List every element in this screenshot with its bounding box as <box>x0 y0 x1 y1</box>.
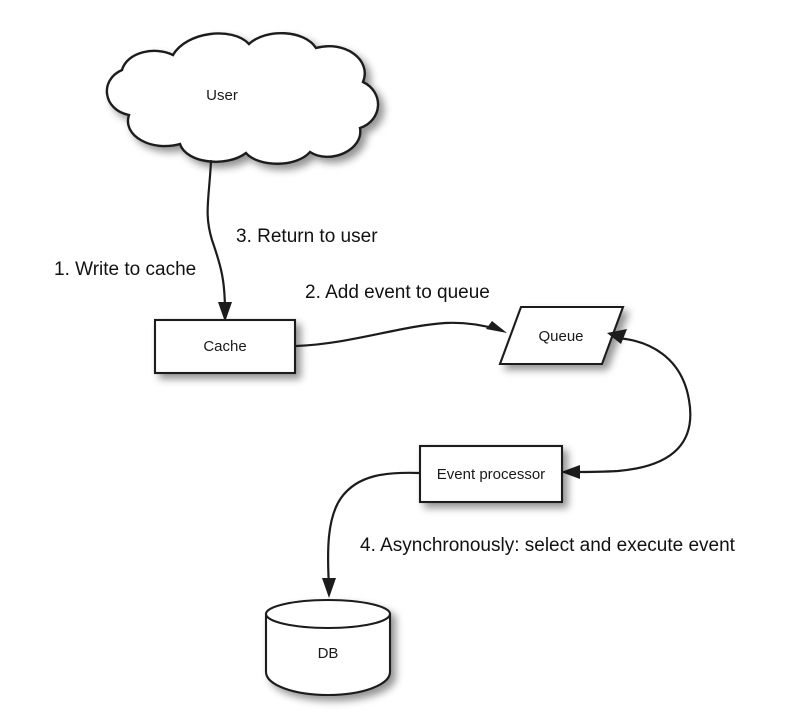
cache-to-queue-arrowhead <box>486 321 507 333</box>
step-2-label: 2. Add event to queue <box>305 282 490 303</box>
user-to-cache-arrowhead <box>218 302 232 322</box>
event-processor-box-shape <box>418 444 564 504</box>
user-cloud-shape <box>105 32 380 165</box>
cache-box-shape <box>153 318 297 375</box>
event-processor-to-db-line <box>326 471 421 589</box>
step-1-label: 1. Write to cache <box>54 259 196 280</box>
node-user[interactable]: User <box>105 32 380 165</box>
node-cache[interactable]: Cache <box>153 318 297 375</box>
user-to-cache-line <box>206 159 227 314</box>
step-3-label: 3. Return to user <box>236 226 378 247</box>
step-4-label: 4. Asynchronously: select and execute ev… <box>360 535 736 556</box>
queue-label: Queue <box>538 328 583 345</box>
edge-event-processor-to-db <box>322 471 421 598</box>
edge-cache-to-queue <box>294 321 507 348</box>
queue-inbound-arrowhead <box>607 329 627 344</box>
node-queue[interactable]: Queue <box>498 305 625 366</box>
event-processor-inbound-arrowhead <box>561 465 580 479</box>
cache-to-queue-line <box>294 321 498 348</box>
cache-label: Cache <box>203 338 246 355</box>
queue-event-processor-line <box>572 336 692 474</box>
db-label: DB <box>318 645 339 662</box>
node-event-processor[interactable]: Event processor <box>418 444 564 504</box>
user-label: User <box>206 87 238 104</box>
queue-parallelogram-shape <box>498 305 625 366</box>
event-processor-label: Event processor <box>437 466 545 483</box>
edge-user-to-cache <box>206 159 232 322</box>
db-cylinder-shape <box>264 598 392 697</box>
node-db[interactable]: DB <box>264 598 392 697</box>
edge-queue-event-processor <box>561 329 692 479</box>
event-processor-to-db-arrowhead <box>322 578 336 598</box>
